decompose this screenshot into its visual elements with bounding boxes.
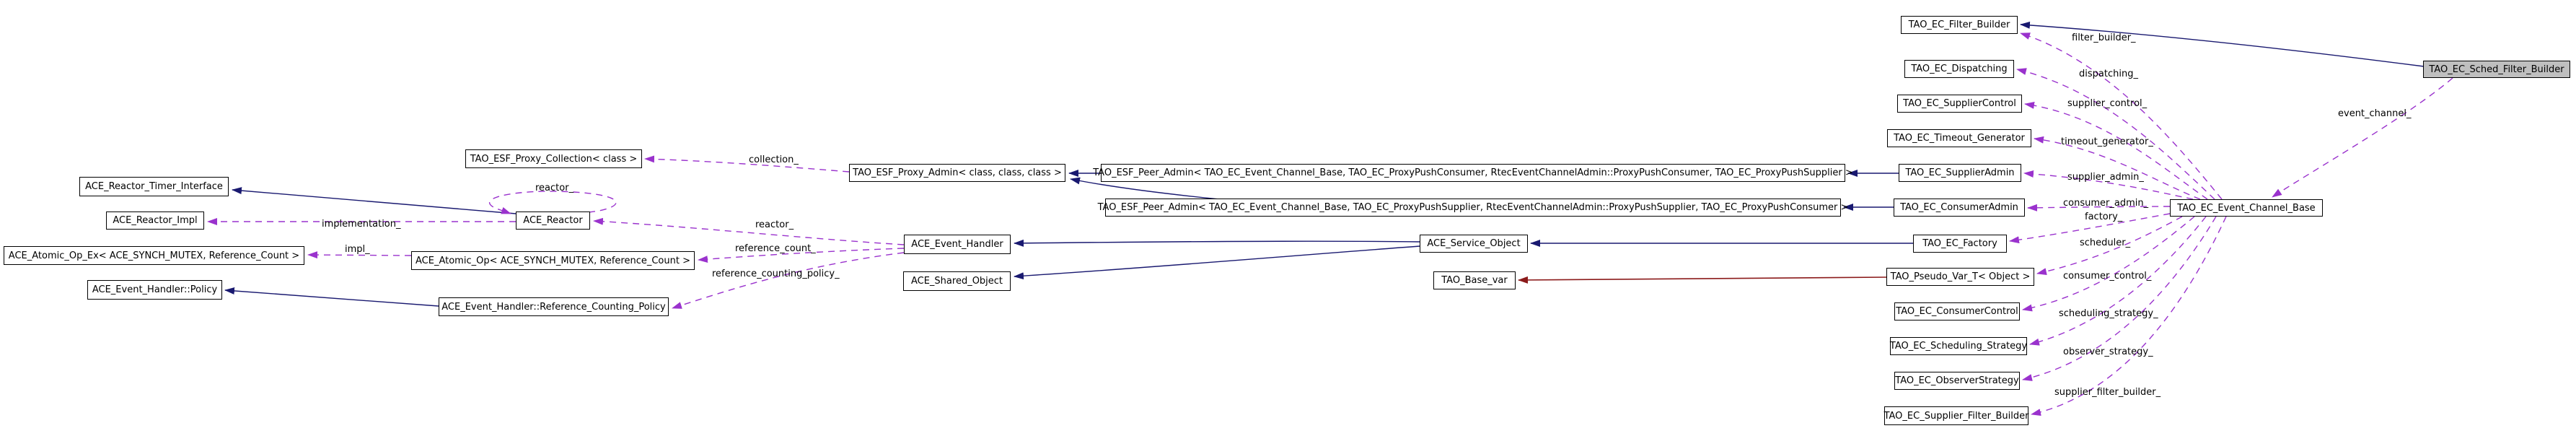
edge-private-pseudo-var-to-base-var bbox=[1518, 276, 1887, 284]
edge-inherit-peer-admin-supplier-to-proxy-admin bbox=[1070, 177, 1220, 200]
edge-inherit-ref-counting-policy-to-policy bbox=[224, 287, 439, 307]
edge-label-reactor: reactor_ bbox=[535, 183, 574, 193]
edge-label-observer-strategy: observer_strategy_ bbox=[2063, 346, 2153, 357]
edge-usage-scheduler bbox=[2036, 216, 2183, 276]
class-node-tao-ec-timeout-generator[interactable]: TAO_EC_Timeout_Generator bbox=[1887, 129, 2031, 147]
class-node-tao-esf-proxy-collection[interactable]: TAO_ESF_Proxy_Collection< class > bbox=[465, 149, 642, 168]
class-node-ace-service-object[interactable]: ACE_Service_Object bbox=[1420, 235, 1528, 253]
edge-usage-consumer-admin bbox=[2027, 204, 2171, 212]
edge-usage-observer-strategy bbox=[2022, 216, 2217, 381]
class-node-tao-ec-scheduling-strategy[interactable]: TAO_EC_Scheduling_Strategy bbox=[1890, 337, 2027, 355]
class-node-ace-atomic-op-ex[interactable]: ACE_Atomic_Op_Ex< ACE_SYNCH_MUTEX, Refer… bbox=[4, 246, 304, 265]
edge-label-reactor: reactor_ bbox=[755, 219, 794, 230]
edge-usage-reference-counting-policy bbox=[672, 252, 905, 309]
edge-usage-supplier-filter-builder bbox=[2031, 216, 2227, 417]
edge-usage-impl bbox=[307, 251, 412, 259]
class-node-tao-ec-suppliercontrol[interactable]: TAO_EC_SupplierControl bbox=[1897, 95, 2022, 113]
class-node-tao-esf-peer-admin-supplier[interactable]: TAO_ESF_Peer_Admin< TAO_EC_Event_Channel… bbox=[1098, 199, 1848, 217]
class-node-ace-event-handler-ref-counting-policy[interactable]: ACE_Event_Handler::Reference_Counting_Po… bbox=[439, 297, 669, 316]
class-node-tao-esf-peer-admin-consumer[interactable]: TAO_ESF_Peer_Admin< TAO_EC_Event_Channel… bbox=[1093, 164, 1853, 182]
edge-label-dispatching: dispatching_ bbox=[2079, 69, 2138, 79]
class-node-ace-reactor-timer-interface[interactable]: ACE_Reactor_Timer_Interface bbox=[79, 177, 229, 196]
edge-usage-supplier-control bbox=[2024, 101, 2208, 200]
class-node-ace-event-handler[interactable]: ACE_Event_Handler bbox=[904, 235, 1011, 254]
class-node-tao-pseudo-var-t-object[interactable]: TAO_Pseudo_Var_T< Object > bbox=[1886, 268, 2034, 286]
edge-label-scheduler: scheduler_ bbox=[2080, 237, 2131, 248]
edge-label-reference-counting-policy: reference_counting_policy_ bbox=[712, 269, 840, 279]
edge-usage-consumer-control bbox=[2022, 216, 2195, 312]
edge-inherit-sched-filter-builder-to-filter-builder bbox=[2020, 21, 2425, 67]
edge-label-collection: collection_ bbox=[749, 154, 799, 165]
class-node-ace-atomic-op[interactable]: ACE_Atomic_Op< ACE_SYNCH_MUTEX, Referenc… bbox=[411, 251, 695, 270]
class-node-tao-ec-consumercontrol[interactable]: TAO_EC_ConsumerControl bbox=[1894, 302, 2020, 321]
edge-label-scheduling-strategy: scheduling_strategy_ bbox=[2059, 308, 2158, 319]
class-node-tao-ec-observerstrategy[interactable]: TAO_EC_ObserverStrategy bbox=[1894, 372, 2020, 390]
edge-usage-reactor-from-event-handler bbox=[593, 217, 905, 245]
class-node-ace-reactor-impl[interactable]: ACE_Reactor_Impl bbox=[106, 212, 204, 230]
edge-label-supplier-control: supplier_control_ bbox=[2067, 98, 2148, 109]
edge-usage-dispatching bbox=[2016, 68, 2215, 200]
class-node-tao-esf-proxy-admin[interactable]: TAO_ESF_Proxy_Admin< class, class, class… bbox=[849, 164, 1065, 182]
class-node-tao-ec-supplieradmin[interactable]: TAO_EC_SupplierAdmin bbox=[1899, 164, 2021, 182]
edge-label-reference-count: reference_count_ bbox=[735, 243, 816, 254]
class-node-tao-ec-consumeradmin[interactable]: TAO_EC_ConsumerAdmin bbox=[1894, 199, 2025, 217]
edge-label-consumer-admin: consumer_admin_ bbox=[2063, 198, 2149, 209]
class-node-tao-ec-factory[interactable]: TAO_EC_Factory bbox=[1913, 235, 2007, 253]
edge-inherit-service-object-to-shared-object bbox=[1014, 245, 1420, 280]
class-node-tao-ec-dispatching[interactable]: TAO_EC_Dispatching bbox=[1904, 60, 2014, 78]
edge-usage-supplier-admin bbox=[2023, 170, 2194, 200]
edge-usage-scheduling-strategy bbox=[2029, 216, 2207, 346]
edge-usage-reactor-self-loop bbox=[489, 191, 617, 214]
class-node-ace-event-handler-policy[interactable]: ACE_Event_Handler::Policy bbox=[87, 280, 222, 300]
class-node-ace-reactor[interactable]: ACE_Reactor bbox=[516, 212, 590, 230]
edge-usage-event-channel bbox=[2272, 77, 2453, 198]
class-node-ace-shared-object[interactable]: ACE_Shared_Object bbox=[903, 271, 1011, 291]
class-node-tao-ec-sched-filter-builder[interactable]: TAO_EC_Sched_Filter_Builder bbox=[2423, 61, 2570, 78]
edge-label-filter-builder: filter_builder_ bbox=[2072, 32, 2136, 43]
edge-usage-filter-builder bbox=[2020, 32, 2223, 200]
edge-label-event-channel: event_channel_ bbox=[2338, 108, 2412, 119]
class-node-tao-ec-supplier-filter-builder[interactable]: TAO_EC_Supplier_Filter_Builder bbox=[1884, 406, 2028, 425]
class-node-tao-ec-event-channel-base[interactable]: TAO_EC_Event_Channel_Base bbox=[2170, 199, 2323, 217]
edge-label-consumer-control: consumer_control_ bbox=[2063, 271, 2152, 282]
edge-usage-factory bbox=[2009, 213, 2171, 244]
edge-inherit-reactor-to-timer-interface bbox=[232, 187, 516, 214]
edge-usage-timeout-generator bbox=[2034, 136, 2201, 200]
edge-label-timeout-generator: timeout_generator_ bbox=[2061, 136, 2153, 147]
edge-inherit-service-object-to-event-handler bbox=[1014, 239, 1420, 247]
edge-label-factory: factory_ bbox=[2085, 212, 2123, 222]
edge-label-supplier-filter-builder: supplier_filter_builder_ bbox=[2054, 387, 2161, 398]
edge-usage-collection bbox=[644, 155, 850, 173]
class-node-tao-base-var[interactable]: TAO_Base_var bbox=[1433, 271, 1516, 289]
edge-label-impl: impl_ bbox=[345, 244, 370, 255]
edge-label-implementation: implementation_ bbox=[322, 219, 401, 230]
class-node-tao-ec-filter-builder[interactable]: TAO_EC_Filter_Builder bbox=[1901, 16, 2018, 34]
edge-label-supplier-admin: supplier_admin_ bbox=[2067, 172, 2144, 183]
